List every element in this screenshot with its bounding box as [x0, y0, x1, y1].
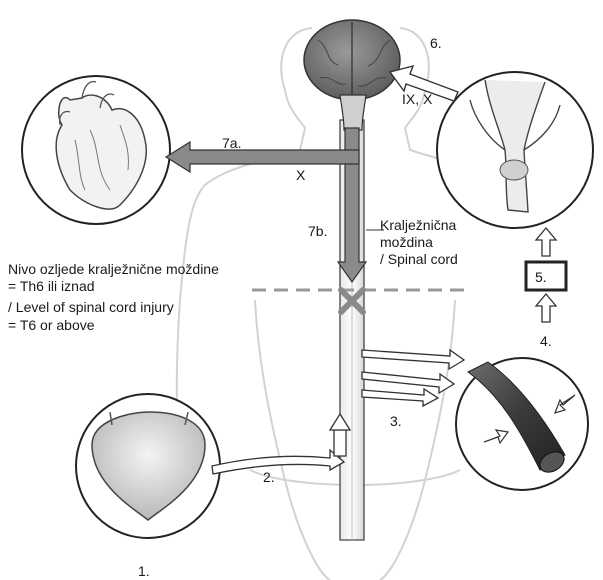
label-step7b: 7b.	[308, 223, 327, 239]
label-step7a: 7a.	[222, 135, 241, 151]
label-injury-level-4: = T6 or above	[8, 317, 95, 333]
label-spinal-cord-hr-2: moždina	[380, 234, 433, 250]
label-step5: 5.	[535, 269, 547, 285]
arrow-7a-vagus	[166, 142, 359, 172]
label-step6: 6.	[430, 35, 442, 51]
bladder-icon	[76, 394, 220, 538]
label-step4: 4.	[540, 333, 552, 349]
brain-icon	[304, 20, 400, 130]
label-step3: 3.	[390, 413, 402, 429]
label-injury-level-3: / Level of spinal cord injury	[8, 299, 174, 315]
label-injury-level-1: Nivo ozljede kralježnične moždine	[8, 261, 219, 277]
label-step1: 1.	[138, 563, 150, 579]
label-injury-level-2: = Th6 ili iznad	[8, 278, 95, 294]
label-cranial-nerves-ix-x: IX, X	[402, 91, 433, 107]
arrows-3-sympathetic	[362, 350, 464, 406]
carotid-baroreceptor-icon	[437, 72, 593, 228]
blood-vessel-icon	[456, 358, 588, 490]
label-spinal-cord-hr-1: Kralježnična	[380, 217, 456, 233]
arrow-2-afferent	[212, 414, 350, 474]
heart-icon	[22, 76, 170, 224]
label-spinal-cord-en: / Spinal cord	[380, 251, 458, 267]
arrow-5-up	[536, 228, 556, 256]
label-cranial-nerve-x: X	[296, 167, 306, 183]
label-step2: 2.	[263, 469, 275, 485]
arrow-4-up	[536, 294, 556, 322]
